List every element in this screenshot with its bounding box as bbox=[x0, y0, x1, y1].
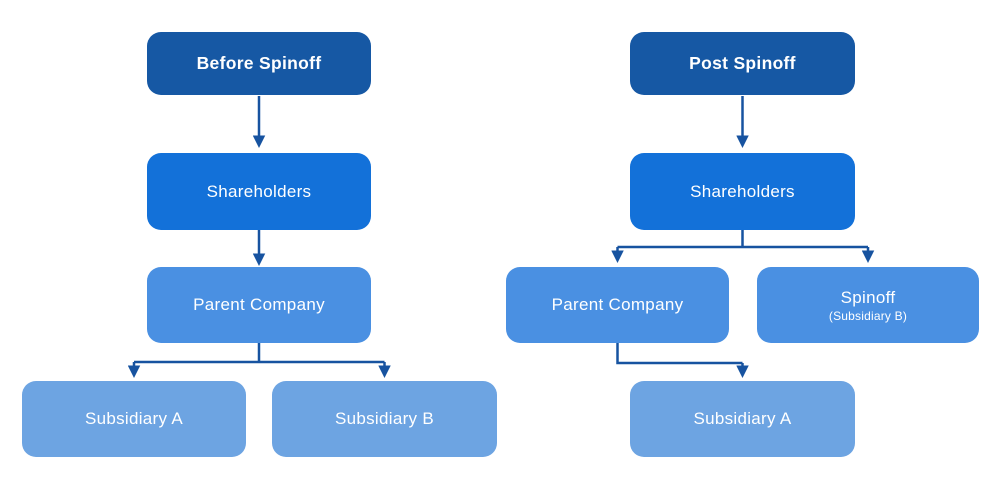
post-shareholders-label: Shareholders bbox=[690, 181, 795, 201]
post-subsidiary-a-box: Subsidiary A bbox=[630, 381, 855, 457]
before-parent-company-label: Parent Company bbox=[193, 295, 325, 314]
branch-before-parent-trunk bbox=[134, 343, 385, 364]
post-shareholders-box: Shareholders bbox=[630, 153, 855, 230]
before-subsidiary-b-label: Subsidiary B bbox=[334, 409, 435, 428]
post-title-label: Post Spinoff bbox=[689, 53, 796, 73]
post-spinoff-label: Spinoff bbox=[840, 287, 896, 307]
before-subsidiary-b-box: Subsidiary B bbox=[272, 381, 497, 457]
before-shareholders-label: Shareholders bbox=[206, 181, 312, 201]
post-title-box: Post Spinoff bbox=[630, 32, 855, 95]
post-parent-company-label: Parent Company bbox=[551, 295, 684, 314]
post-spinoff-sublabel: (Subsidiary B) bbox=[828, 308, 908, 323]
post-subsidiary-a-label: Subsidiary A bbox=[693, 409, 792, 428]
before-subsidiary-a-box: Subsidiary A bbox=[22, 381, 246, 457]
elbow-post-parent-trunk bbox=[616, 343, 743, 365]
before-parent-company-box: Parent Company bbox=[147, 267, 371, 343]
branch-post-shareholders-trunk bbox=[617, 230, 868, 249]
before-title-box: Before Spinoff bbox=[147, 32, 371, 95]
before-title-label: Before Spinoff bbox=[196, 53, 322, 73]
post-parent-company-box: Parent Company bbox=[506, 267, 729, 343]
post-spinoff-box: Spinoff (Subsidiary B) bbox=[757, 267, 979, 343]
before-shareholders-box: Shareholders bbox=[147, 153, 371, 230]
before-subsidiary-a-label: Subsidiary A bbox=[84, 409, 184, 428]
